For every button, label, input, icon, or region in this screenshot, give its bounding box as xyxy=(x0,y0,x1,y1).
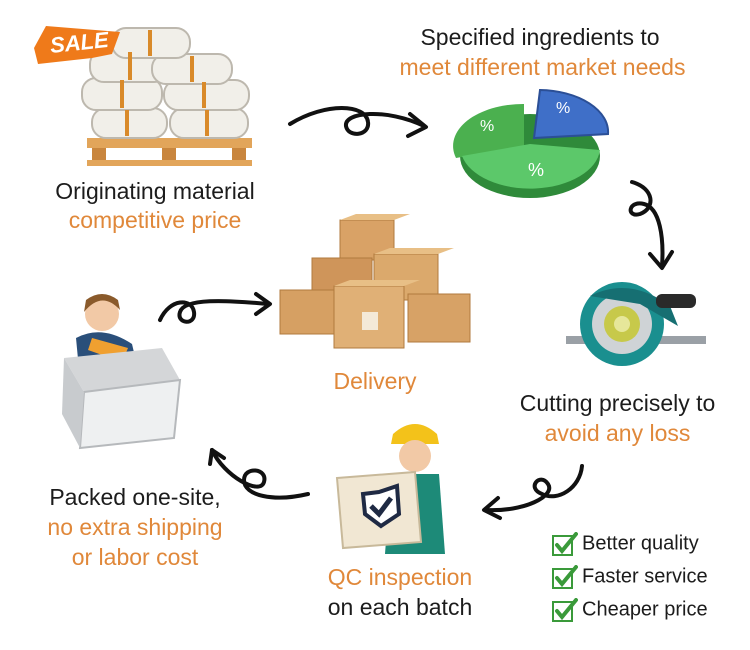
qc-inspector-illustration xyxy=(335,414,465,559)
ingredients-line1: Specified ingredients to xyxy=(420,24,660,50)
circular-saw-illustration xyxy=(560,276,710,376)
benefit-item: Cheaper price xyxy=(552,598,708,622)
benefit-item: Better quality xyxy=(552,532,699,556)
ingredients-line2: meet different market needs xyxy=(399,54,686,80)
arrow-material-to-ingredients xyxy=(288,106,428,138)
cardboard-boxes-illustration xyxy=(276,214,476,359)
checkbox-check-icon xyxy=(552,532,578,556)
cutting-line1: Cutting precisely to xyxy=(519,390,716,416)
material-line1: Originating material xyxy=(55,178,255,204)
delivery-label: Delivery xyxy=(333,368,417,394)
benefit-label: Faster service xyxy=(582,565,708,588)
checkbox-check-icon xyxy=(552,565,578,589)
sack-pallet-illustration: SALE xyxy=(32,20,262,170)
benefit-item: Faster service xyxy=(552,565,708,589)
benefit-label: Cheaper price xyxy=(582,598,708,621)
qc-line2: on each batch xyxy=(327,594,473,620)
arrow-ingredients-to-cutting xyxy=(628,180,674,270)
arrow-packed-to-delivery xyxy=(158,292,272,324)
pie-slice-label-bottom: % xyxy=(528,160,545,180)
packed-line2: no extra shipping xyxy=(47,514,223,540)
packed-line3: or labor cost xyxy=(71,544,199,570)
qc-line1: QC inspection xyxy=(327,564,473,590)
benefit-label: Better quality xyxy=(582,532,699,555)
arrow-qc-to-packed xyxy=(208,448,310,500)
pie-chart-illustration: % % % xyxy=(448,84,618,204)
packed-line1: Packed one-site, xyxy=(49,484,221,510)
checkbox-check-icon xyxy=(552,598,578,622)
pie-slice-label-left: % xyxy=(480,118,495,135)
arrow-cutting-to-qc xyxy=(482,464,584,520)
packing-worker-illustration xyxy=(62,288,202,453)
pie-slice-label-top: % xyxy=(556,100,571,117)
cutting-line2: avoid any loss xyxy=(544,420,691,446)
material-line2: competitive price xyxy=(68,207,242,233)
